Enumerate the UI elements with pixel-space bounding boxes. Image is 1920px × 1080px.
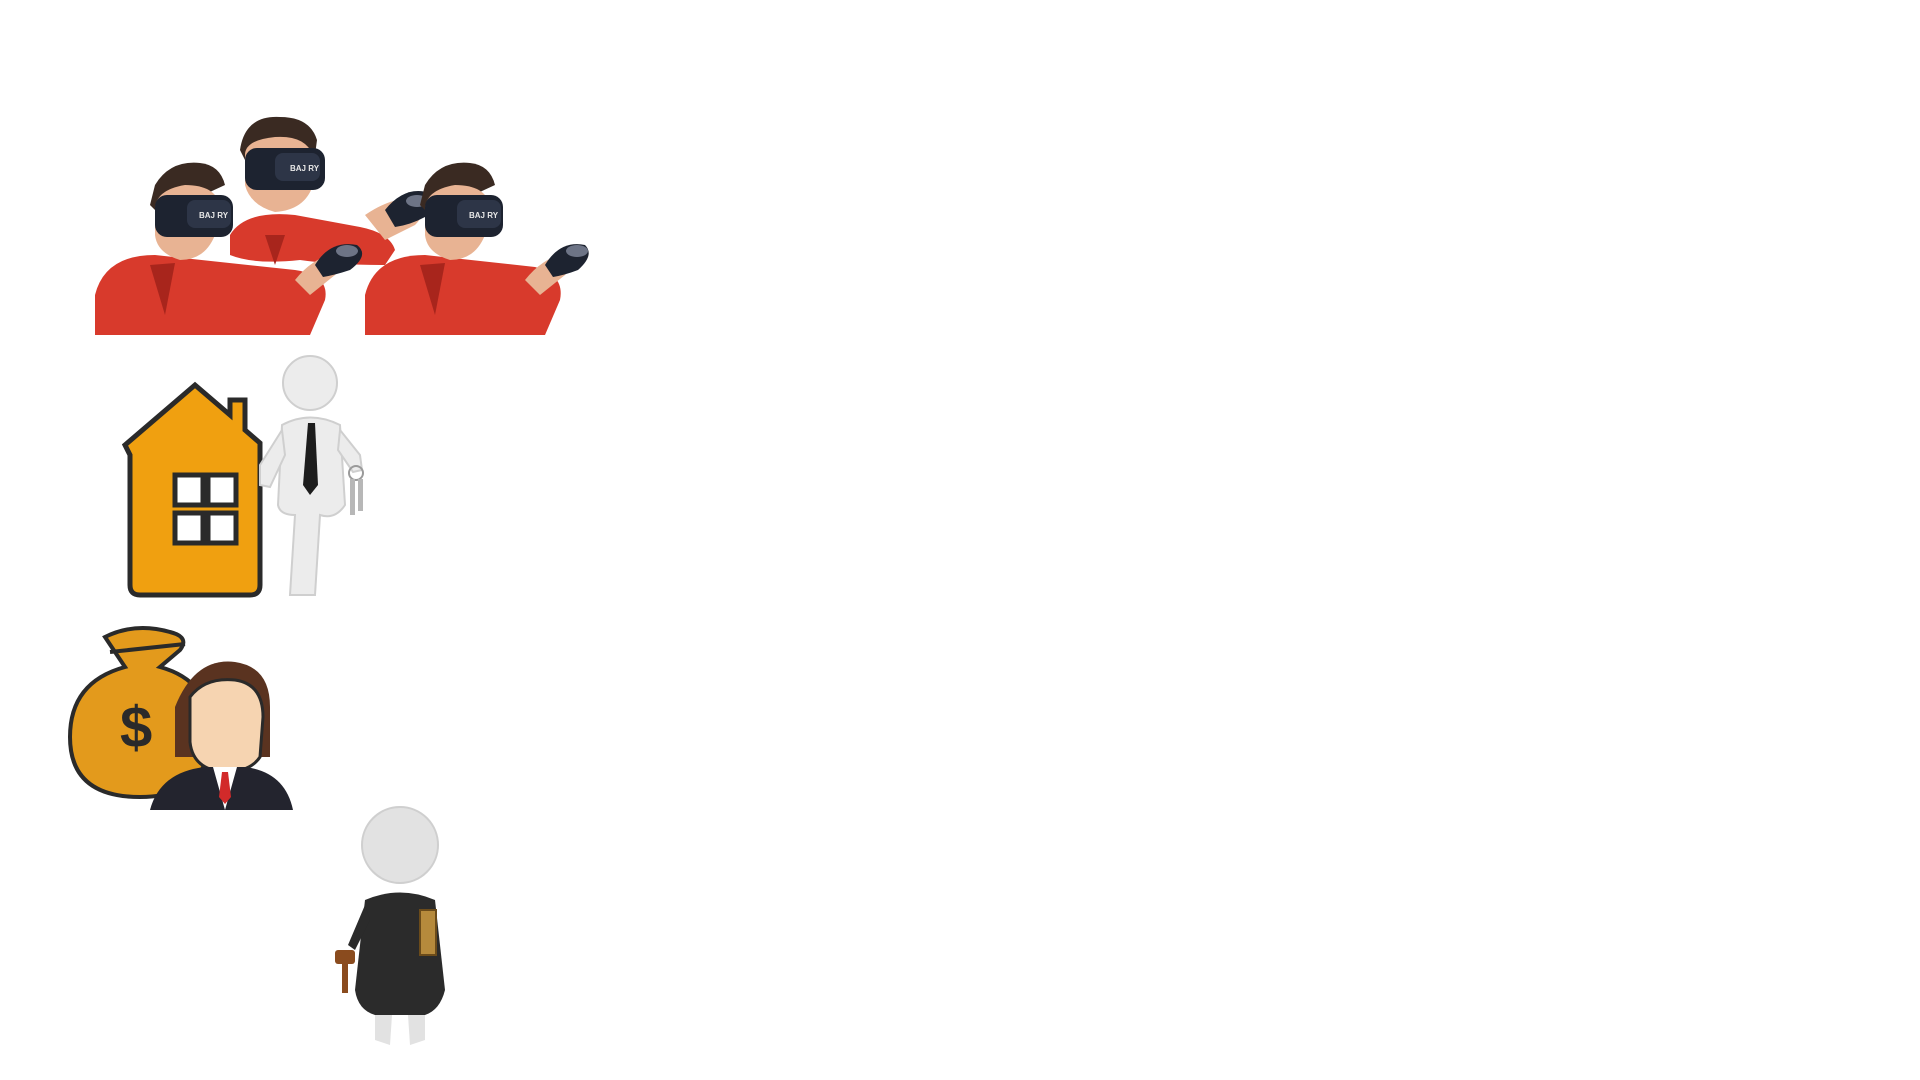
vr-headset-people-icon: BAJ RY BAJ RY BAJ RY [95,116,589,335]
money-bag-businessman-icon: $ [67,626,293,810]
house-with-agent-keys-icon [121,355,364,598]
gavel-icon [335,950,355,993]
headset-label: BAJ RY [199,211,229,220]
judge-figure [348,806,445,1045]
vr-person-back: BAJ RY [230,116,437,265]
headset-label: BAJ RY [290,164,320,173]
vr-person-right: BAJ RY [365,162,589,335]
house-icon [121,381,263,598]
vr-person-left: BAJ RY [95,162,363,335]
agent-figure [259,355,364,596]
judge-with-gavel-icon [335,806,445,1045]
businessman-icon [150,661,293,810]
svg-text:$: $ [120,695,152,760]
headset-label: BAJ RY [469,211,499,220]
